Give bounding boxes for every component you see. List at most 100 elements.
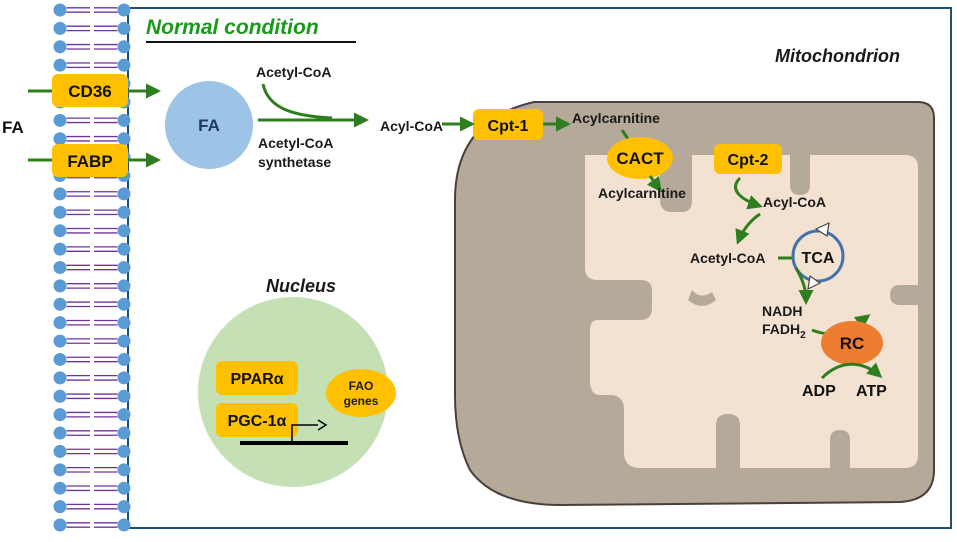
lipid-head: [117, 518, 131, 532]
fadh2-label: FADH2: [762, 321, 806, 341]
lipid-head: [53, 21, 67, 35]
lipid-head: [53, 40, 67, 54]
lipid-head: [53, 444, 67, 458]
ppara-label: PPARα: [230, 371, 283, 388]
lipid-head: [117, 132, 131, 146]
adp-to-atp-arrow: [820, 362, 883, 380]
lipid-head: [53, 132, 67, 146]
lipid-head: [117, 463, 131, 477]
lipid-head: [53, 297, 67, 311]
mitochondrion: [454, 101, 935, 507]
acetyl-coa-top-label: Acetyl-CoA: [256, 64, 331, 80]
beta-oxidation-arrow: [735, 212, 761, 245]
acylcarnitine-inner-label: Acylcarnitine: [598, 185, 686, 201]
fa-outside-label: FA: [2, 118, 24, 137]
acetyl-coa-curve: [261, 83, 333, 120]
tca-cycle: TCA: [791, 221, 845, 291]
tca-label: TCA: [802, 250, 835, 267]
cpt2-curve-arrow: [734, 176, 763, 210]
lipid-head: [117, 444, 131, 458]
tca-to-nadh-arrow: [794, 267, 814, 305]
mito-inner-matrix: [585, 155, 918, 468]
lipid-head: [53, 463, 67, 477]
lipid-head: [117, 3, 131, 17]
cpt1-label: Cpt-1: [488, 118, 529, 135]
nadh-label: NADH: [762, 303, 802, 319]
respiratory-chain: RC: [821, 321, 883, 365]
lipid-head: [53, 352, 67, 366]
fabp-transporter: FABP: [52, 144, 128, 177]
acyl-coa-matrix-label: Acyl-CoA: [763, 194, 826, 210]
lipid-head: [117, 205, 131, 219]
lipid-head: [117, 426, 131, 440]
acetyl-coa-matrix-label: Acetyl-CoA: [690, 250, 765, 266]
atp-label: ATP: [856, 383, 887, 400]
lipid-head: [53, 426, 67, 440]
acylcarnitine-top-label: Acylcarnitine: [572, 110, 660, 126]
lipid-head: [53, 205, 67, 219]
fao-genes: FAO genes: [326, 369, 396, 417]
adp-label: ADP: [802, 383, 836, 400]
lipid-head: [117, 500, 131, 514]
cd36-transporter: CD36: [52, 74, 128, 107]
lipid-head: [117, 21, 131, 35]
ppara-factor: PPARα: [216, 361, 298, 395]
lipid-head: [117, 352, 131, 366]
synthetase-label-line2: synthetase: [258, 154, 331, 170]
diagram-title: Normal condition: [146, 16, 319, 39]
lipid-head: [53, 408, 67, 422]
lipid-head: [117, 261, 131, 274]
tca-arrow-top: [814, 221, 830, 237]
lipid-head: [53, 371, 67, 385]
lipid-head: [53, 3, 67, 17]
cact-transporter: CACT: [607, 137, 673, 179]
cell-membrane: [53, 3, 131, 532]
pgc1a-factor: PGC-1α: [216, 403, 298, 437]
fao-genes-line2: genes: [344, 394, 379, 408]
lipid-head: [53, 389, 67, 403]
lipid-head: [117, 334, 131, 348]
tca-arrow-bottom: [807, 274, 822, 291]
lipid-head: [53, 224, 67, 238]
lipid-head: [117, 408, 131, 422]
fao-genes-line1: FAO: [349, 379, 374, 393]
acyl-coa-cytosol-label: Acyl-CoA: [380, 118, 443, 134]
fa-circle-label: FA: [198, 116, 220, 135]
lipid-head: [53, 334, 67, 348]
fabp-label: FABP: [67, 152, 112, 171]
lipid-head: [117, 224, 131, 238]
cpt2-label: Cpt-2: [728, 152, 769, 169]
lipid-head: [117, 371, 131, 385]
rc-label: RC: [840, 334, 865, 353]
lipid-head: [53, 261, 67, 274]
fa-cytosol: FA: [165, 81, 253, 169]
pgc1a-label: PGC-1α: [228, 413, 287, 430]
lipid-head: [117, 187, 131, 201]
mito-crista-left: [688, 290, 716, 306]
synthetase-label-line1: Acetyl-CoA: [258, 135, 333, 151]
transcription-start-arrow: [291, 424, 318, 443]
lipid-head: [117, 316, 131, 330]
cpt2-enzyme: Cpt-2: [714, 144, 782, 174]
lipid-head: [53, 316, 67, 330]
mitochondrion-title: Mitochondrion: [775, 46, 900, 66]
lipid-head: [117, 279, 131, 293]
cpt1-enzyme: Cpt-1: [473, 109, 543, 140]
lipid-head: [53, 279, 67, 293]
lipid-head: [53, 500, 67, 514]
cact-out-arrow: [646, 175, 662, 193]
lipid-head: [53, 481, 67, 495]
lipid-head: [117, 40, 131, 54]
lipid-head: [117, 242, 131, 256]
lipid-head: [117, 481, 131, 495]
lipid-head: [117, 58, 131, 72]
nucleus-title: Nucleus: [266, 276, 336, 296]
lipid-head: [53, 242, 67, 256]
lipid-head: [53, 58, 67, 72]
cact-label: CACT: [616, 149, 664, 168]
lipid-head: [117, 113, 131, 127]
cd36-label: CD36: [68, 82, 111, 101]
lipid-head: [53, 113, 67, 127]
lipid-head: [53, 187, 67, 201]
